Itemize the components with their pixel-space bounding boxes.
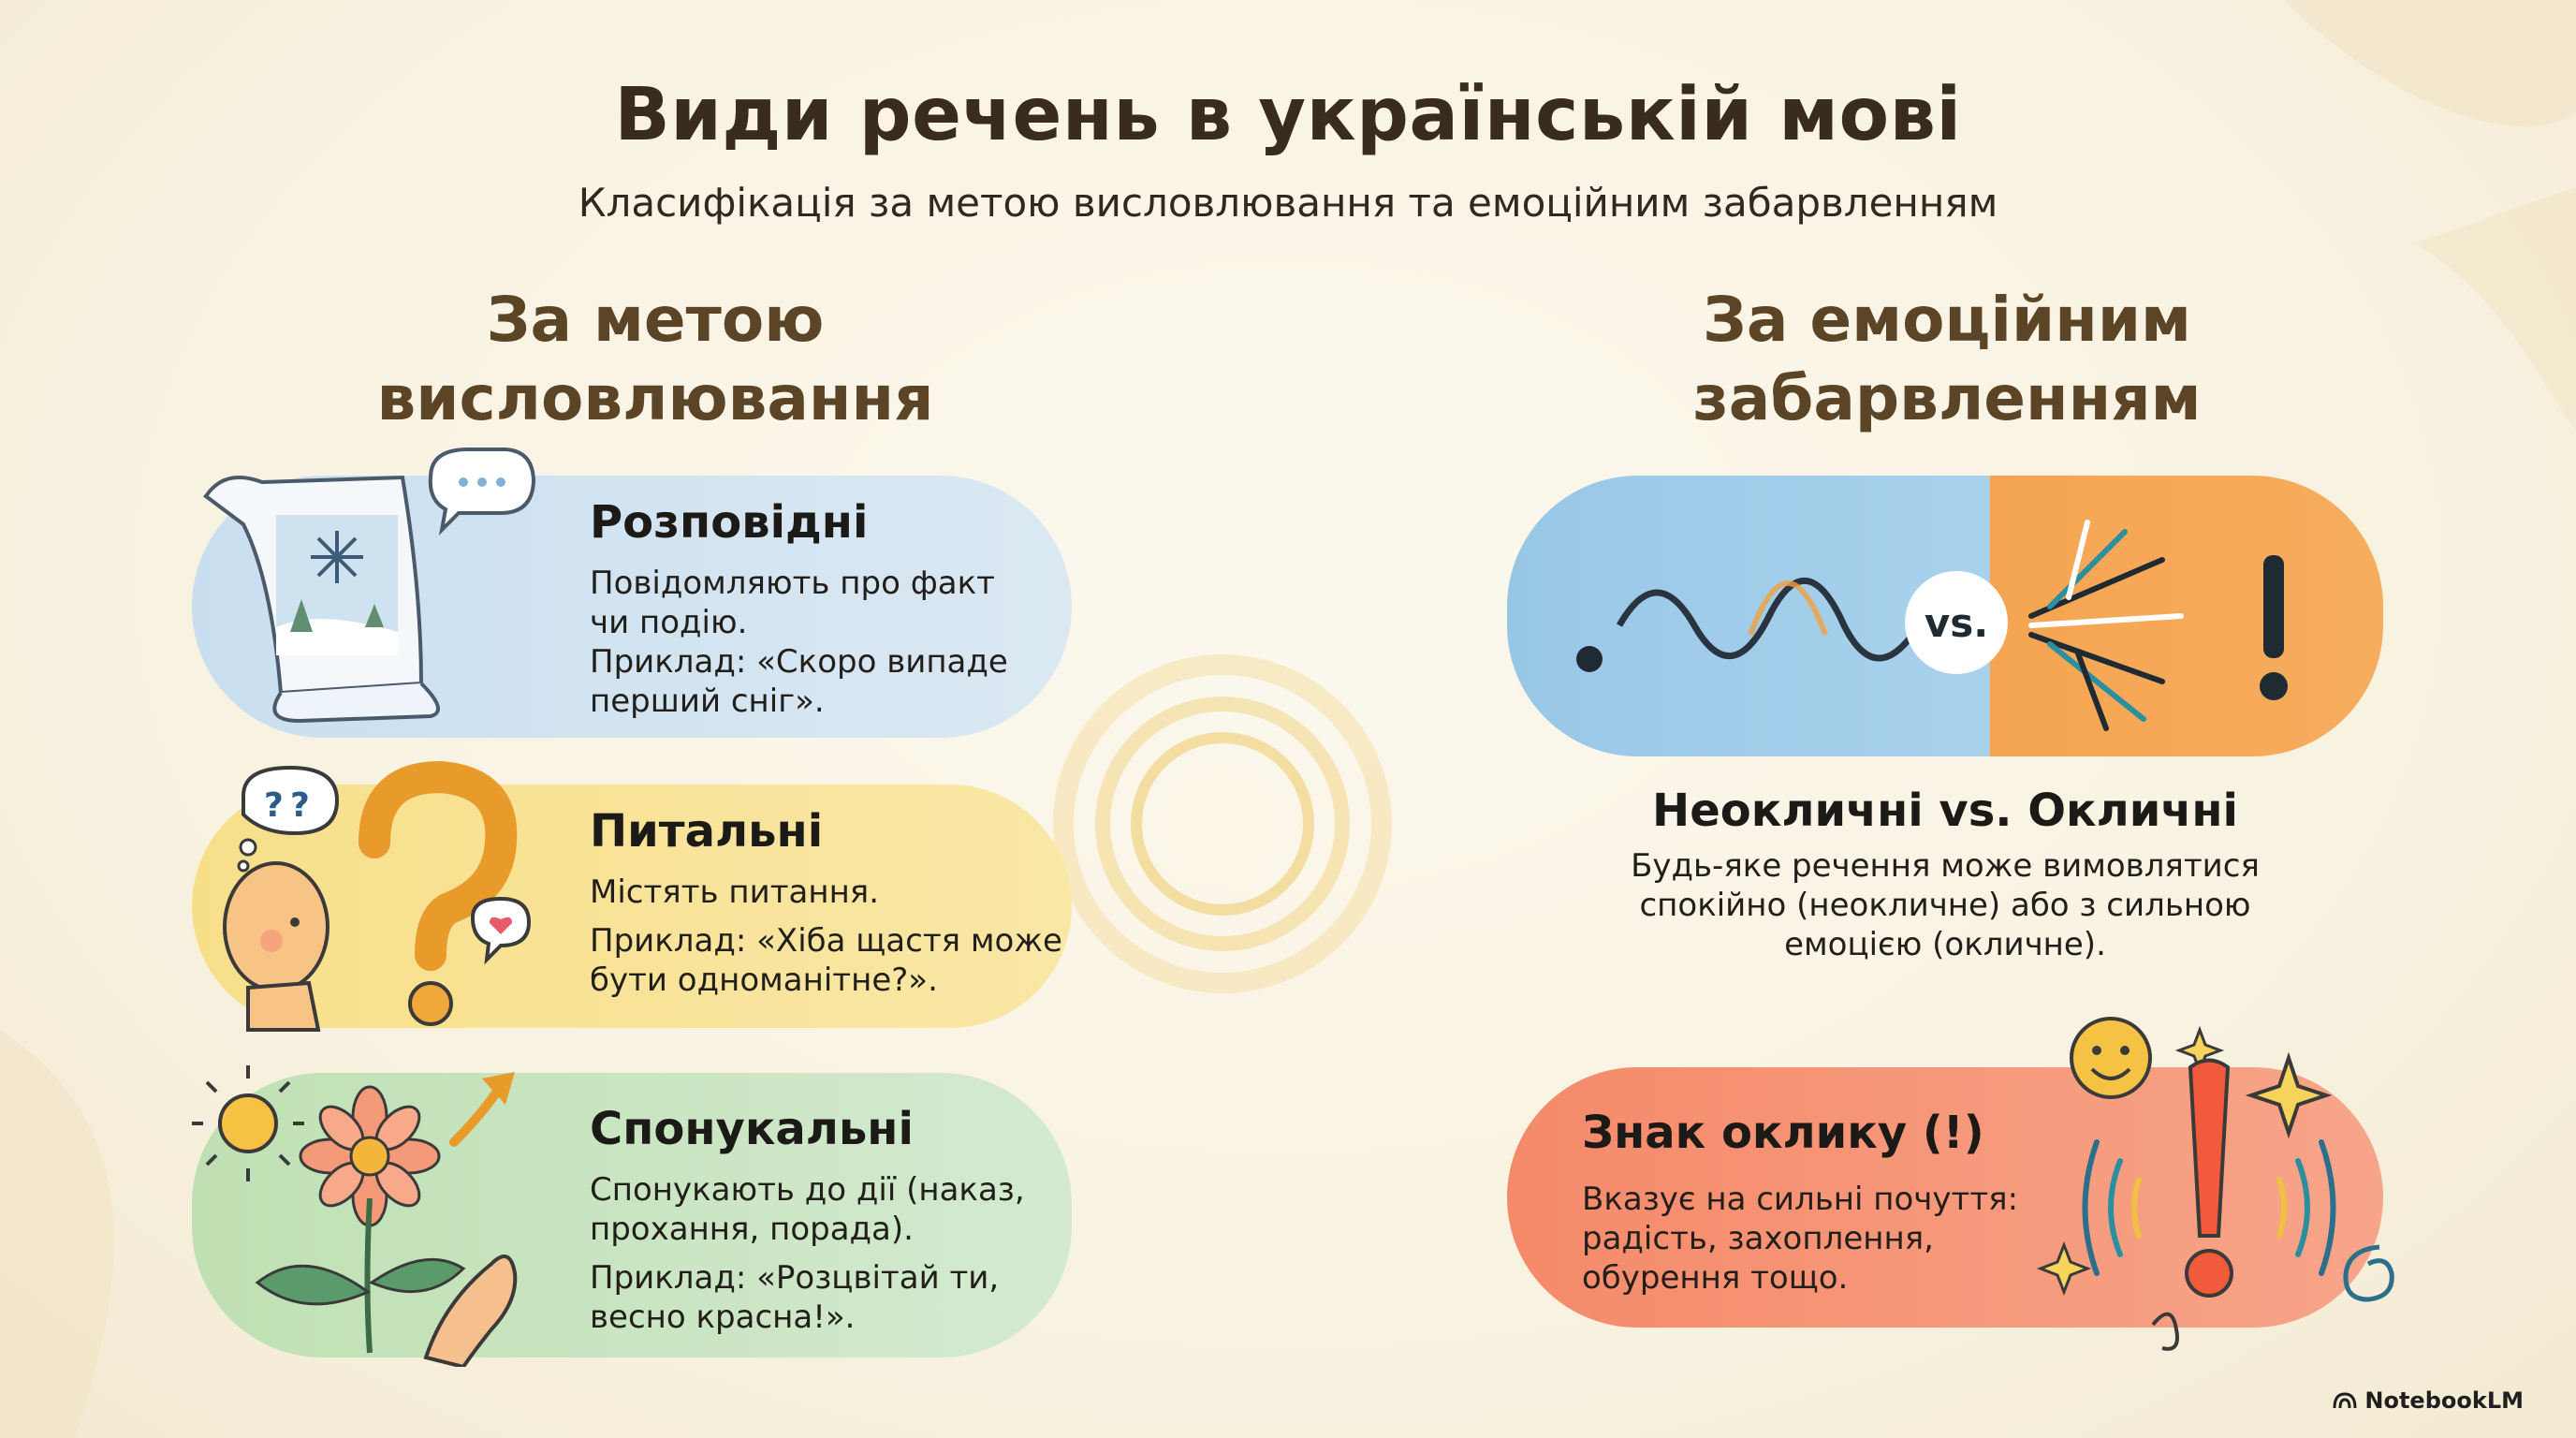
imperative-title: Спонукальні: [590, 1103, 914, 1155]
page-subtitle: Класифікація за метою висловлювання та е…: [578, 180, 1998, 226]
right-column-heading: За емоційним забарвленням: [1692, 284, 2202, 434]
declarative-text: Розповідні Повідомляють про факт чи поді…: [590, 496, 1008, 720]
exclamation-card: [1507, 1067, 2383, 1328]
flower-sun-hand-icon: [192, 1065, 518, 1367]
comparison-description: Будь-яке речення може вимовлятися спокій…: [1631, 847, 2260, 963]
notebooklm-brand: NotebookLM: [2333, 1387, 2524, 1414]
brand-label: NotebookLM: [2364, 1387, 2524, 1414]
question-head-icon: ? ?: [223, 760, 532, 1032]
vs-label: vs.: [1925, 600, 1988, 646]
exclamation-title: Знак оклику (!): [1582, 1107, 1984, 1159]
calm-vs-emotional-icon: vs.: [1576, 520, 2288, 731]
exclamation-text: Знак оклику (!) Вказує на сильні почуття…: [1582, 1107, 2019, 1297]
interrogative-text: Питальні Містять питання. Приклад: «Хіба…: [590, 805, 1062, 999]
interrogative-card: [192, 785, 1072, 1028]
comparison-title: Неокличні vs. Окличні: [1652, 785, 2238, 837]
imperative-text: Спонукальні Спонукають до дії (наказ, пр…: [590, 1103, 1025, 1336]
exclamation-smiley-icon: [2036, 1017, 2394, 1351]
left-column-heading: За метою висловлювання: [376, 284, 934, 434]
svg-text:?: ?: [264, 786, 284, 825]
notebooklm-logo-icon: [2333, 1392, 2357, 1409]
center-rings-decoration: [1053, 654, 1392, 993]
page-title: Види речень в українській мові: [614, 73, 1962, 157]
interrogative-title: Питальні: [590, 805, 824, 858]
declarative-title: Розповідні: [590, 496, 869, 549]
scroll-snowflake-icon: [202, 448, 536, 724]
svg-text:?: ?: [290, 786, 310, 825]
